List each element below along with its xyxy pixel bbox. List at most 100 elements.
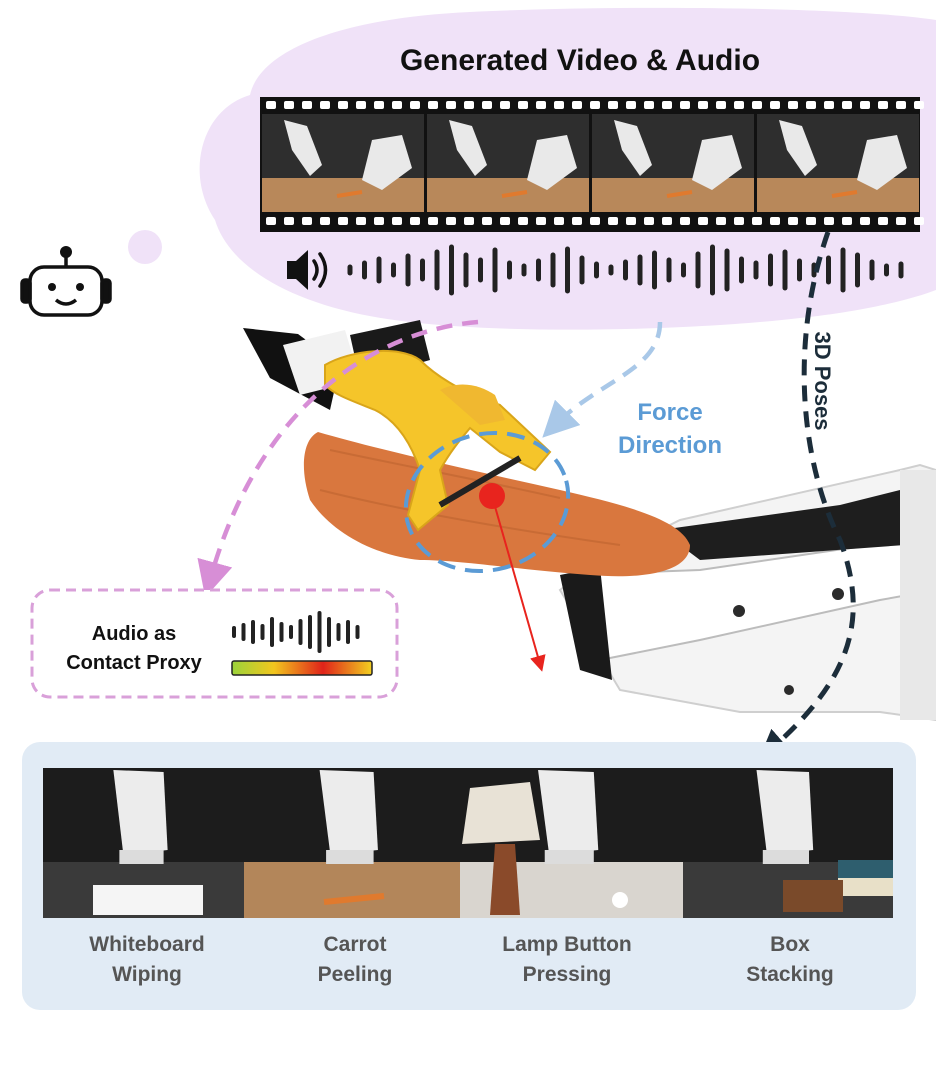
contact-gradient-bar bbox=[231, 660, 373, 676]
sprocket-hole bbox=[338, 217, 348, 225]
task-label-line-2: Peeling bbox=[317, 963, 393, 986]
sprocket-hole bbox=[392, 101, 402, 109]
task-panel bbox=[22, 742, 916, 1010]
sprocket-hole bbox=[410, 101, 420, 109]
thumbnail-robot bbox=[113, 770, 168, 855]
waveform-icon bbox=[232, 611, 360, 653]
audio-contact-proxy-box bbox=[30, 588, 399, 699]
thumbnail-lamp-button bbox=[612, 892, 628, 908]
page-title: Generated Video & Audio bbox=[399, 44, 761, 77]
thumbnail-floor bbox=[244, 862, 460, 918]
sprocket-hole bbox=[302, 101, 312, 109]
film-frame bbox=[592, 114, 754, 212]
audio-proxy-line-2: Contact Proxy bbox=[66, 652, 202, 674]
thumbnail-robot-base bbox=[326, 850, 374, 864]
force-direction-arrow-link bbox=[542, 321, 663, 438]
sprocket-hole bbox=[590, 217, 600, 225]
sprocket-hole bbox=[338, 101, 348, 109]
thumbnail-book bbox=[838, 878, 893, 896]
task-label-line-1: Carrot bbox=[323, 933, 387, 956]
3d-poses-label: 3D Poses bbox=[810, 331, 835, 431]
frame-carrot bbox=[501, 190, 528, 198]
sprocket-hole bbox=[554, 101, 564, 109]
task-label-line-2: Stacking bbox=[746, 963, 834, 986]
force-label-line-2: Direction bbox=[617, 432, 722, 459]
sprocket-hole bbox=[428, 217, 438, 225]
frame-robot-arm bbox=[449, 120, 487, 176]
sprocket-hole bbox=[644, 101, 654, 109]
sprocket-hole bbox=[572, 101, 582, 109]
task-thumbnails bbox=[43, 768, 893, 918]
thumbnail-book bbox=[838, 860, 893, 878]
sprocket-hole bbox=[536, 101, 546, 109]
sprocket-hole bbox=[266, 217, 276, 225]
sprocket-hole bbox=[770, 217, 780, 225]
peeler-tool-illustration bbox=[243, 320, 552, 532]
frame-carrot bbox=[666, 190, 693, 198]
frame-robot-arm bbox=[527, 135, 577, 190]
sprocket-hole bbox=[752, 101, 762, 109]
sprocket-hole bbox=[428, 101, 438, 109]
frame-robot-arm bbox=[857, 135, 907, 190]
sprocket-hole bbox=[464, 217, 474, 225]
sprocket-hole bbox=[662, 101, 672, 109]
task-thumbnail bbox=[43, 768, 244, 918]
sprocket-hole bbox=[824, 101, 834, 109]
sprocket-hole bbox=[626, 217, 636, 225]
audio-proxy-line-1: Audio as bbox=[91, 623, 177, 645]
sprocket-hole bbox=[320, 217, 330, 225]
sprocket-hole bbox=[284, 101, 294, 109]
task-thumbnail bbox=[460, 768, 683, 918]
thumbnail-book bbox=[783, 880, 843, 912]
thumbnail-robot bbox=[756, 770, 814, 855]
force-label-line-1: Force bbox=[637, 399, 703, 426]
sprocket-hole bbox=[536, 217, 546, 225]
sprocket-hole bbox=[896, 101, 906, 109]
film-frame bbox=[757, 114, 919, 212]
sprocket-hole bbox=[320, 101, 330, 109]
sprocket-hole bbox=[770, 101, 780, 109]
sprocket-hole bbox=[608, 101, 618, 109]
thumbnail-whiteboard bbox=[93, 885, 203, 915]
film-frame bbox=[262, 114, 424, 212]
sprocket-hole bbox=[464, 101, 474, 109]
task-thumbnail bbox=[683, 768, 893, 918]
audio-contact-proxy-label: Audio as Contact Proxy bbox=[44, 620, 224, 678]
sprocket-hole bbox=[788, 101, 798, 109]
sprocket-hole bbox=[860, 217, 870, 225]
robot-icon bbox=[20, 246, 112, 317]
thumbnail-robot-base bbox=[762, 850, 809, 864]
task-label-line-1: Whiteboard bbox=[89, 933, 205, 956]
sprocket-hole bbox=[626, 101, 636, 109]
sprocket-hole bbox=[572, 217, 582, 225]
sprocket-hole bbox=[356, 101, 366, 109]
sprocket-hole bbox=[500, 101, 510, 109]
sprocket-hole bbox=[662, 217, 672, 225]
frame-carrot bbox=[831, 190, 858, 198]
sprocket-hole bbox=[788, 217, 798, 225]
sprocket-hole bbox=[644, 217, 654, 225]
sprocket-hole bbox=[500, 217, 510, 225]
sprocket-hole bbox=[878, 101, 888, 109]
thumbnail-lampshade bbox=[462, 782, 540, 844]
frame-robot-arm bbox=[614, 120, 652, 176]
task-thumbnail bbox=[244, 768, 460, 918]
sprocket-hole bbox=[374, 101, 384, 109]
sprocket-hole bbox=[356, 217, 366, 225]
frame-robot-arm bbox=[362, 135, 412, 190]
sprocket-hole bbox=[698, 217, 708, 225]
video-film-strip bbox=[260, 97, 924, 232]
sprocket-hole bbox=[680, 101, 690, 109]
sprocket-hole bbox=[914, 217, 924, 225]
task-label-line-1: Box bbox=[770, 933, 810, 956]
sprocket-hole bbox=[410, 217, 420, 225]
sprocket-hole bbox=[734, 217, 744, 225]
sprocket-hole bbox=[554, 217, 564, 225]
sprocket-hole bbox=[446, 101, 456, 109]
